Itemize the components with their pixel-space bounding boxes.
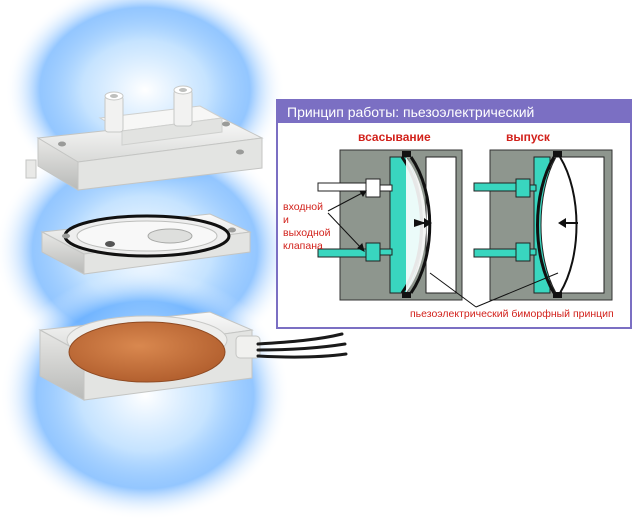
diagram-panel: Принцип работы: пьезоэлектрический всасы…: [276, 99, 632, 329]
top-cover: [25, 85, 264, 191]
nozzle: [173, 85, 193, 127]
valve-label-line: входной: [283, 201, 323, 213]
nozzle: [104, 91, 124, 133]
valve-plate: [40, 213, 252, 275]
pump-principle-diagram: [317, 149, 613, 308]
leader-lines: [327, 190, 559, 308]
panel-title: Принцип работы: пьезоэлектрический: [278, 101, 630, 123]
valve-label-line: выходной: [283, 227, 331, 239]
piezo-principle-label: пьезоэлектрический биморфный принцип: [410, 308, 614, 320]
pump-schematic-suction: [317, 149, 463, 301]
valve-label-line: клапана: [283, 240, 323, 252]
mode-discharge-label: выпуск: [506, 130, 550, 144]
cable: [256, 332, 348, 359]
pump-schematic-discharge: [473, 149, 613, 301]
base-plate: [38, 311, 261, 401]
piezo-disc: [68, 321, 226, 383]
valve-label-line: и: [283, 214, 289, 226]
mode-suction-label: всасывание: [358, 130, 431, 144]
